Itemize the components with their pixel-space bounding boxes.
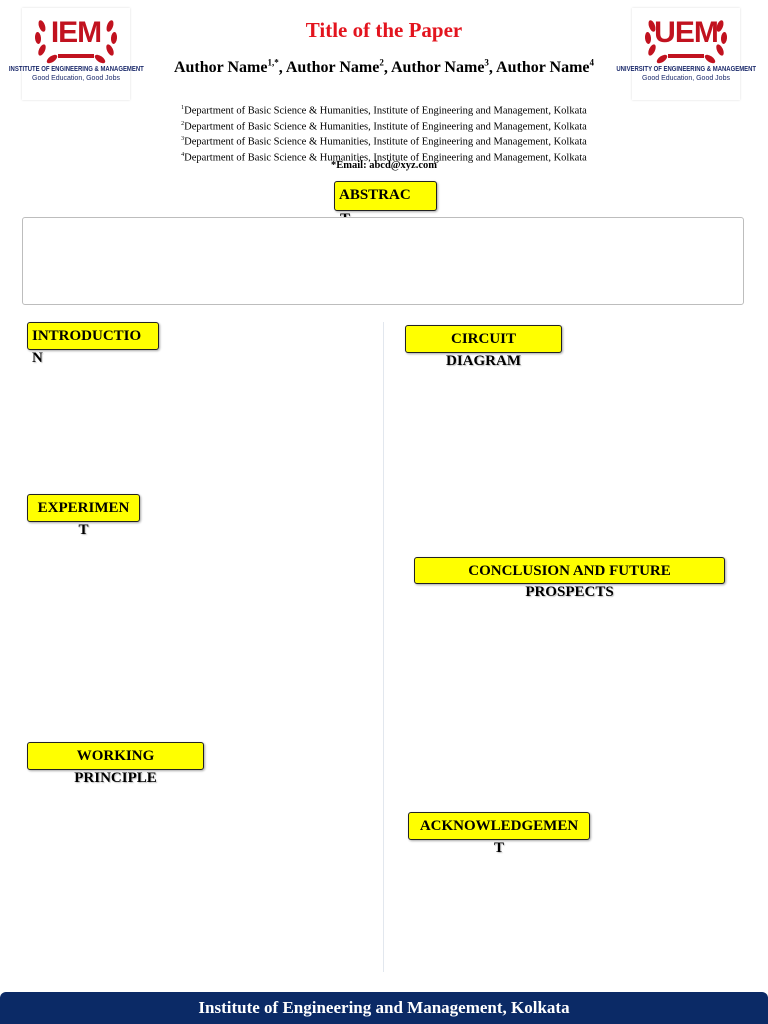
conclusion-heading: CONCLUSION AND FUTURE PROSPECTS [414, 557, 725, 600]
paper-title: Title of the Paper [305, 18, 463, 42]
author-4: Author Name4 [496, 58, 595, 77]
affiliation-3: 3Department of Basic Science & Humanitie… [181, 136, 587, 148]
uem-acronym: UEM [654, 16, 719, 49]
footer-banner: Institute of Engineering and Management,… [0, 992, 768, 1024]
affiliations: 1Department of Basic Science & Humanitie… [0, 102, 768, 164]
laurel-wreath-icon: IEM [28, 10, 124, 66]
acknowledgement-heading: ACKNOWLEDGEMEN T [408, 812, 590, 856]
iem-tagline: Good Education, Good Jobs [32, 75, 120, 82]
affiliation-4: 4Department of Basic Science & Humanitie… [181, 151, 587, 164]
column-divider [383, 322, 384, 972]
uem-logo: UEM UNIVERSITY OF ENGINEERING & MANAGEME… [616, 8, 756, 100]
abstract-heading: ABSTRAC T [334, 181, 437, 227]
uem-name: UNIVERSITY OF ENGINEERING & MANAGEMENT [616, 66, 756, 73]
iem-logo: IEM INSTITUTE OF ENGINEERING & MANAGEMEN… [9, 8, 143, 100]
affiliation-2: 2Department of Basic Science & Humanitie… [181, 120, 587, 133]
author-2: Author Name2 [285, 58, 384, 77]
working-principle-heading: WORKING PRINCIPLE [27, 742, 204, 786]
laurel-wreath-icon: UEM [638, 10, 734, 66]
author-list: Author Name1,*, Author Name2, Author Nam… [173, 58, 595, 77]
experiment-heading: EXPERIMEN T [27, 494, 140, 538]
affiliation-1: 1Department of Basic Science & Humanitie… [181, 105, 587, 117]
circuit-diagram-heading: CIRCUIT DIAGRAM [405, 325, 562, 369]
introduction-heading: INTRODUCTIO N [27, 322, 159, 366]
author-1: Author Name1,* [173, 58, 279, 77]
author-3: Author Name3 [390, 58, 489, 77]
uem-tagline: Good Education, Good Jobs [642, 75, 730, 82]
iem-acronym: IEM [50, 16, 102, 49]
contact-email: *Email: abcd@xyz.com [330, 160, 437, 171]
iem-name: INSTITUTE OF ENGINEERING & MANAGEMENT [8, 66, 144, 73]
abstract-content-box [22, 217, 744, 305]
